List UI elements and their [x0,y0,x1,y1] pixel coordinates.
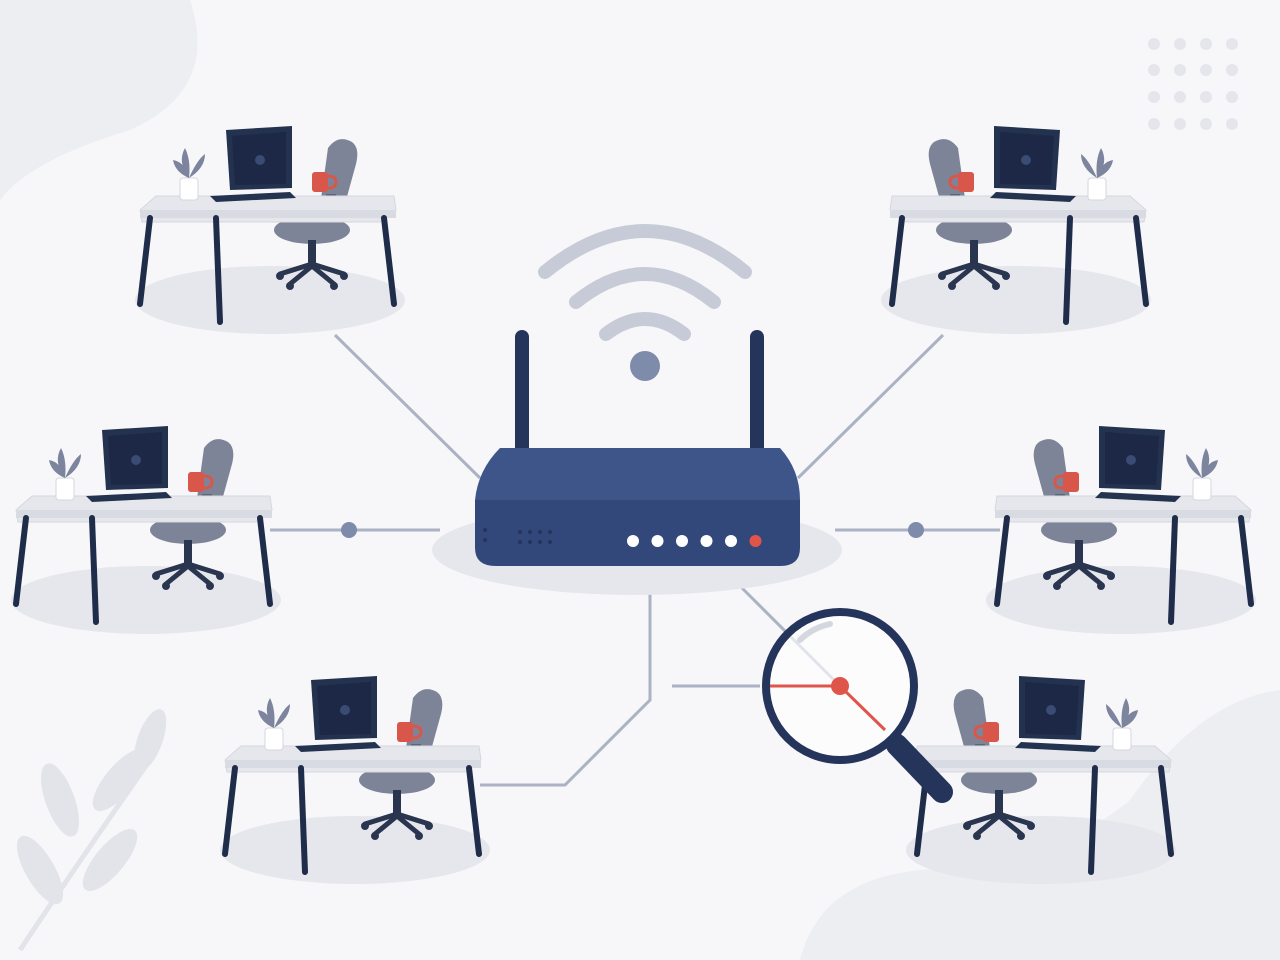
router-icon [432,330,842,595]
workstation-4 [986,426,1256,634]
background-blob-bottom-right [800,690,1280,960]
magnifier-icon [762,608,953,803]
led-indicator [676,535,688,547]
router-leds [627,535,762,547]
connection-node-right [908,522,924,538]
workstation-6 [906,676,1176,884]
workstation-3 [11,426,281,634]
led-indicator [651,535,664,547]
led-indicator [627,535,639,547]
led-indicator [749,535,762,547]
connection-node-left [341,522,357,538]
workstation-5 [220,676,490,884]
leaf-decoration [16,709,167,952]
background-blob-top-left [0,0,198,200]
wifi-dot [630,351,660,381]
led-indicator [700,535,713,547]
led-indicator [725,535,737,547]
workstation-1 [135,126,405,334]
dot-grid-decoration [1148,38,1238,130]
wifi-icon [538,224,752,341]
workstation-2 [881,126,1151,334]
